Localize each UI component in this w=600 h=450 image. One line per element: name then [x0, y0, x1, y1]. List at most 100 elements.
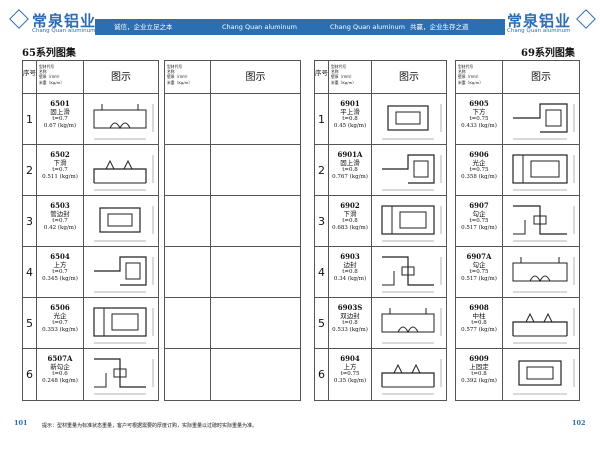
profile-info	[165, 247, 211, 297]
profile-picture	[84, 145, 158, 195]
page-number-right: 102	[572, 419, 586, 427]
row-seq: 3	[315, 196, 329, 246]
header-name-label: 名称	[331, 69, 339, 75]
profile-name: 中柱	[472, 312, 486, 320]
profile-info: 6501 固上滑 t=0.7 0.67 (kg/m)	[37, 94, 84, 144]
profile-info: 6901A 固上滑 t=0.8 0.767 (kg/m)	[329, 145, 372, 195]
slogan-right-en: Chang Quan aluminum	[330, 23, 405, 31]
footer-note: 提示：型材重量为标准状态重量，客户可根据需要的厚度订购，实际重量以过磅时实际重量…	[42, 423, 258, 429]
profile-drawing	[512, 257, 575, 293]
profile-weight: 0.34 (kg/m)	[333, 276, 367, 282]
profile-info: 6907 勾企 t=0.75 0.517 (kg/m)	[456, 196, 503, 246]
profile-code: 6906	[469, 150, 489, 159]
table-row: 2 6901A 固上滑 t=0.8 0.767 (kg/m)	[315, 145, 446, 196]
profile-weight: 0.35 (kg/m)	[333, 378, 367, 384]
table-row: 5 6506 光企 t=0.7 0.353 (kg/m)	[23, 298, 158, 349]
table-row: 4 6504 上方 t=0.7 0.345 (kg/m)	[23, 247, 158, 298]
table-row	[165, 349, 300, 400]
profile-picture	[84, 247, 158, 297]
profile-drawing	[513, 103, 575, 140]
profile-code: 6907	[469, 201, 489, 210]
profile-code: 6504	[50, 252, 70, 261]
profile-drawing	[93, 155, 154, 191]
profile-thickness: t=0.8	[342, 320, 358, 326]
profile-code: 6905	[469, 99, 489, 108]
header-seq: 序号	[315, 61, 329, 94]
profile-name: 勾企	[472, 261, 486, 269]
profile-name: 固上滑	[50, 108, 70, 116]
header-meta: 型材代号 名称 壁厚（ｍｍ） 米重（Kg/m）	[165, 61, 211, 94]
table-header: 序号 型材代号 名称 壁厚（ｍｍ） 米重（Kg/m） 图示	[315, 61, 446, 94]
profile-name: 边封	[343, 261, 357, 269]
profile-picture	[503, 196, 579, 246]
profile-picture	[503, 247, 579, 297]
profile-weight: 0.511 (kg/m)	[42, 174, 78, 180]
table-row: 6907A 勾企 t=0.75 0.517 (kg/m)	[456, 247, 579, 298]
header-weight-label: 米重（Kg/m）	[331, 79, 357, 85]
profile-picture	[211, 145, 300, 195]
header-code-label: 型材代号	[331, 64, 347, 69]
profile-name: 上固定	[469, 363, 489, 371]
header-weight-label: 米重（Kg/m）	[167, 79, 193, 85]
profile-code: 6506	[50, 303, 70, 312]
profile-weight: 0.353 (kg/m)	[42, 327, 78, 333]
profile-weight: 0.45 (kg/m)	[333, 123, 367, 129]
profile-picture	[503, 94, 579, 144]
row-seq: 1	[23, 94, 37, 144]
profile-info	[165, 145, 211, 195]
slogan-left: 诚信，企业立足之本	[114, 23, 173, 31]
profile-name: 双边封	[340, 312, 360, 320]
profile-weight: 0.577 (kg/m)	[461, 327, 497, 333]
profile-drawing	[94, 256, 154, 293]
brand-mark-icon	[9, 9, 29, 29]
table-row: 6905 下方 t=0.75 0.433 (kg/m)	[456, 94, 579, 145]
catalogue-table: 型材代号 名称 壁厚（ｍｍ） 米重（Kg/m） 图示 6905 下方 t=0.7…	[455, 60, 580, 401]
profile-name: 上方	[53, 261, 67, 269]
profile-drawing	[512, 308, 575, 344]
profile-info	[165, 298, 211, 348]
table-row: 6 6904 上方 t=0.75 0.35 (kg/m)	[315, 349, 446, 400]
brand-logo-left: 常泉铝业 Chang Quan aluminum	[8, 9, 98, 36]
profile-drawing	[512, 154, 575, 191]
table-row: 6 6507A 新勾企 t=0.6 0.248 (kg/m)	[23, 349, 158, 400]
profile-code: 6907A	[466, 252, 492, 261]
table-row: 3 6503 管边封 t=0.7 0.42 (kg/m)	[23, 196, 158, 247]
profile-thickness: t=0.8	[342, 167, 358, 173]
profile-thickness: t=0.7	[52, 218, 68, 224]
profile-info: 6908 中柱 t=0.8 0.577 (kg/m)	[456, 298, 503, 348]
table-row	[165, 247, 300, 298]
row-seq: 3	[23, 196, 37, 246]
table-row: 5 6903S 双边封 t=0.8 0.533 (kg/m)	[315, 298, 446, 349]
brand-name-en: Chang Quan aluminum	[507, 28, 571, 34]
table-row	[165, 145, 300, 196]
profile-thickness: t=0.7	[52, 167, 68, 173]
profile-thickness: t=0.75	[469, 167, 489, 173]
profile-picture	[503, 145, 579, 195]
profile-thickness: t=0.75	[469, 269, 489, 275]
series-title-left: 65系列图集	[22, 48, 76, 59]
profile-drawing	[382, 104, 442, 140]
header-meta: 型材代号 名称 壁厚（ｍｍ） 米重（Kg/m）	[456, 61, 503, 94]
profile-info: 6903 边封 t=0.8 0.34 (kg/m)	[329, 247, 372, 297]
header-thickness-label: 壁厚（ｍｍ）	[458, 74, 481, 80]
profile-thickness: t=0.7	[52, 116, 68, 122]
profile-code: 6903S	[337, 303, 363, 312]
profile-drawing	[93, 307, 154, 344]
row-seq: 6	[315, 349, 329, 400]
header-meta: 型材代号 名称 壁厚（ｍｍ） 米重（Kg/m）	[329, 61, 372, 94]
header-name-label: 名称	[39, 69, 47, 75]
header-weight-label: 米重（Kg/m）	[39, 79, 65, 85]
profile-info: 6903S 双边封 t=0.8 0.533 (kg/m)	[329, 298, 372, 348]
profile-thickness: t=0.7	[52, 320, 68, 326]
slogan-left-en: Chang Quan aluminum	[222, 23, 297, 31]
row-seq: 6	[23, 349, 37, 400]
header-picture: 图示	[245, 72, 266, 83]
profile-picture	[372, 94, 446, 144]
header-seq: 序号	[23, 61, 37, 94]
table-row: 6906 光企 t=0.75 0.358 (kg/m)	[456, 145, 579, 196]
profile-code: 6909	[469, 354, 489, 363]
profile-thickness: t=0.7	[52, 269, 68, 275]
profile-drawing	[93, 104, 154, 140]
